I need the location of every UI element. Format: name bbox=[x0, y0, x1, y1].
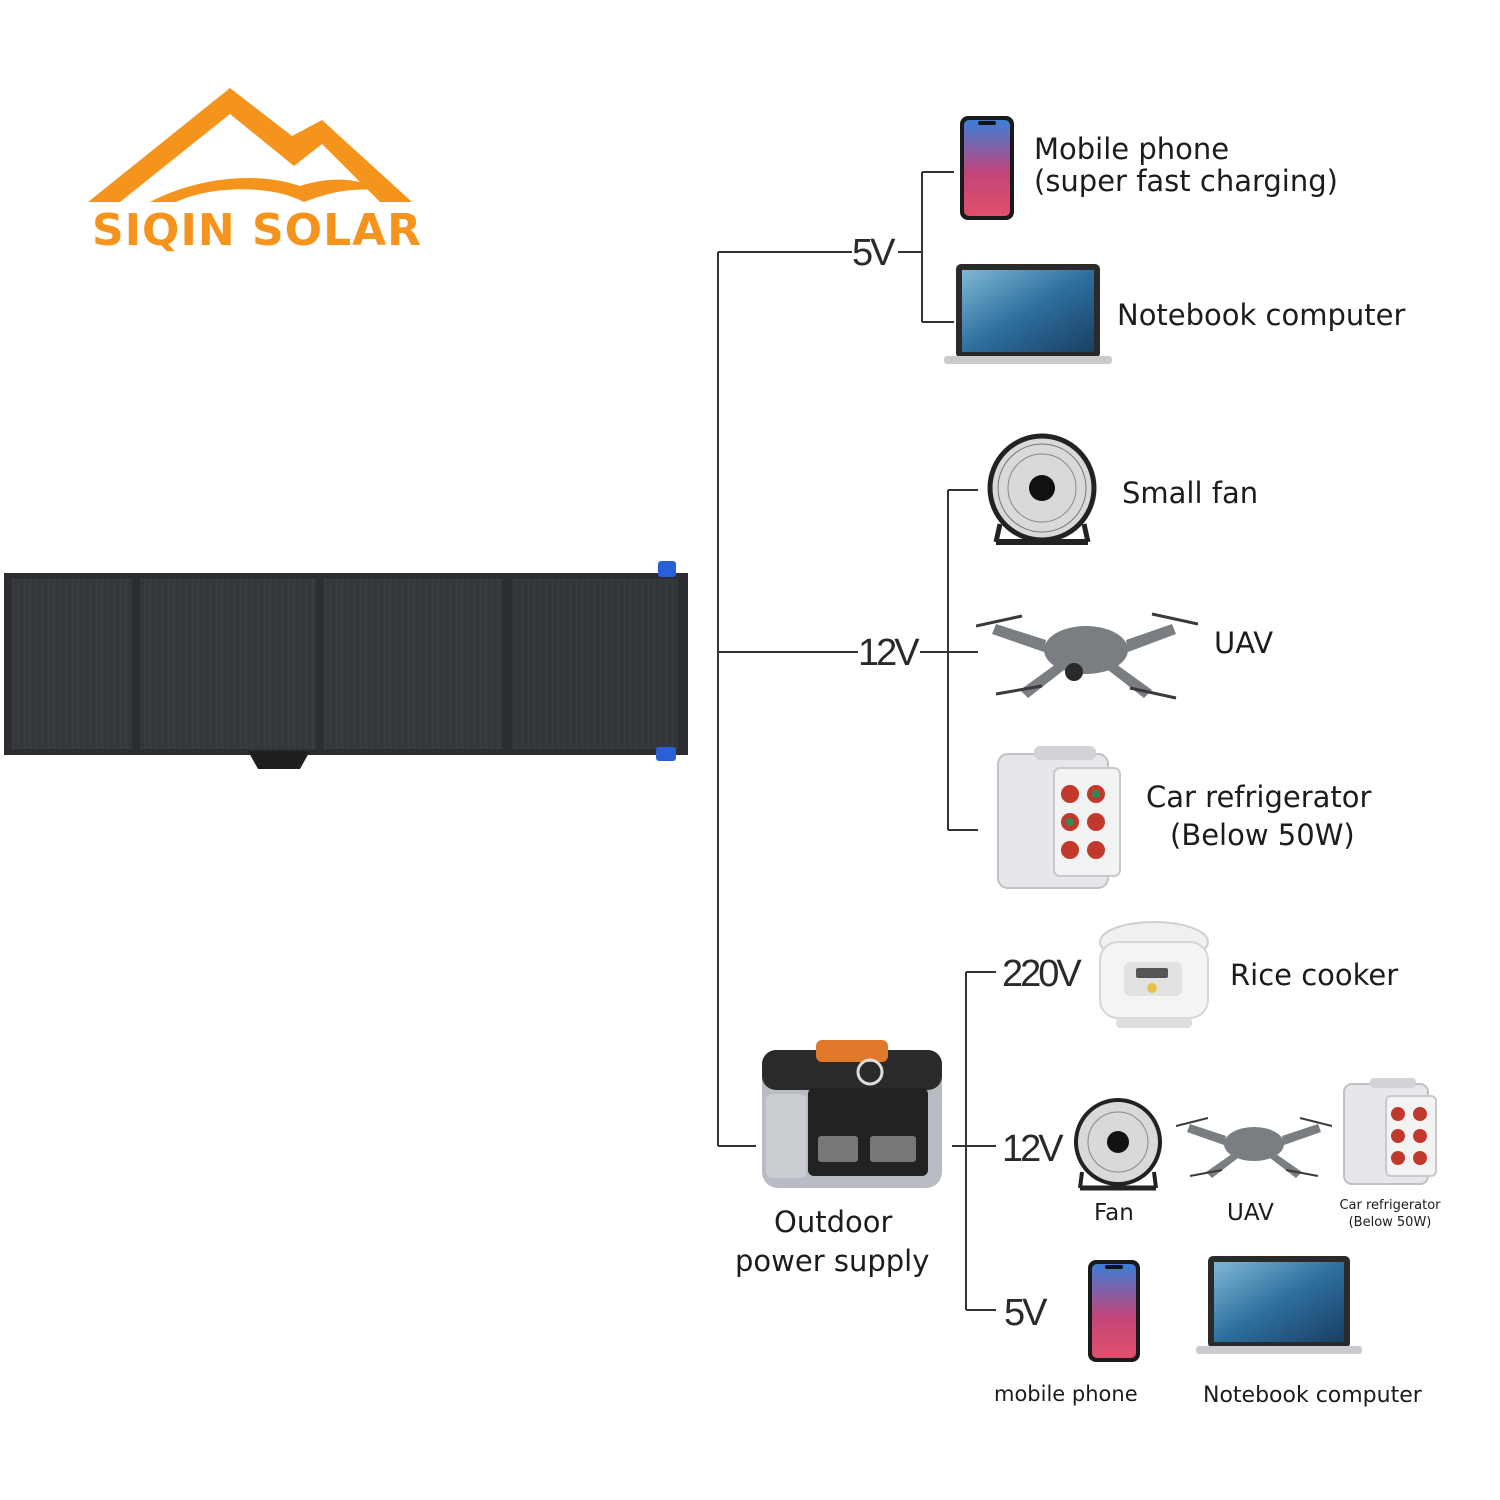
fan-icon bbox=[987, 433, 1097, 545]
car-refrigerator-label: Car refrigerator bbox=[1146, 780, 1372, 814]
car-refrigerator-sublabel-outdoor: (Below 50W) bbox=[1348, 1215, 1432, 1230]
mountain-logo-icon bbox=[88, 88, 412, 202]
outdoor-power-sublabel: power supply bbox=[735, 1244, 930, 1278]
car-refrigerator-label-outdoor: Car refrigerator bbox=[1339, 1198, 1441, 1213]
voltage-label-12v: 12V bbox=[858, 632, 920, 674]
voltage-label-220v: 220V bbox=[1002, 953, 1082, 995]
mobile-phone-label-outdoor: mobile phone bbox=[994, 1382, 1138, 1406]
laptop-icon bbox=[944, 264, 1112, 364]
laptop-icon bbox=[1196, 1256, 1362, 1354]
car-refrigerator-sublabel: (Below 50W) bbox=[1170, 818, 1355, 852]
voltage-label-12v-outdoor: 12V bbox=[1002, 1128, 1064, 1170]
rice-cooker-label: Rice cooker bbox=[1230, 958, 1399, 992]
mobile-phone-sublabel: (super fast charging) bbox=[1034, 164, 1338, 198]
rice-cooker-icon bbox=[1099, 921, 1209, 1028]
mobile-phone-label: Mobile phone bbox=[1034, 132, 1230, 166]
drone-icon bbox=[1176, 1117, 1332, 1178]
fan-label-outdoor: Fan bbox=[1094, 1200, 1134, 1226]
mobile-phone-icon bbox=[1088, 1260, 1140, 1362]
notebook-computer-label: Notebook computer bbox=[1117, 298, 1406, 332]
brand-name: SIQIN SOLAR bbox=[92, 205, 423, 256]
mobile-phone-icon bbox=[960, 116, 1014, 220]
small-fan-label: Small fan bbox=[1122, 476, 1259, 510]
drone-icon bbox=[976, 612, 1198, 700]
mini-fridge-icon bbox=[1343, 1078, 1437, 1185]
uav-label-outdoor: UAV bbox=[1227, 1200, 1274, 1226]
voltage-label-5v-outdoor: 5V bbox=[1004, 1292, 1048, 1334]
voltage-label-5v: 5V bbox=[852, 232, 896, 274]
notebook-computer-label-outdoor: Notebook computer bbox=[1203, 1383, 1422, 1408]
solar-panel-icon bbox=[4, 561, 688, 769]
fan-icon bbox=[1074, 1098, 1162, 1191]
outdoor-power-label: Outdoor bbox=[774, 1205, 893, 1239]
power-station-icon bbox=[762, 1040, 942, 1188]
mini-fridge-icon bbox=[997, 746, 1121, 889]
uav-label: UAV bbox=[1214, 626, 1274, 660]
